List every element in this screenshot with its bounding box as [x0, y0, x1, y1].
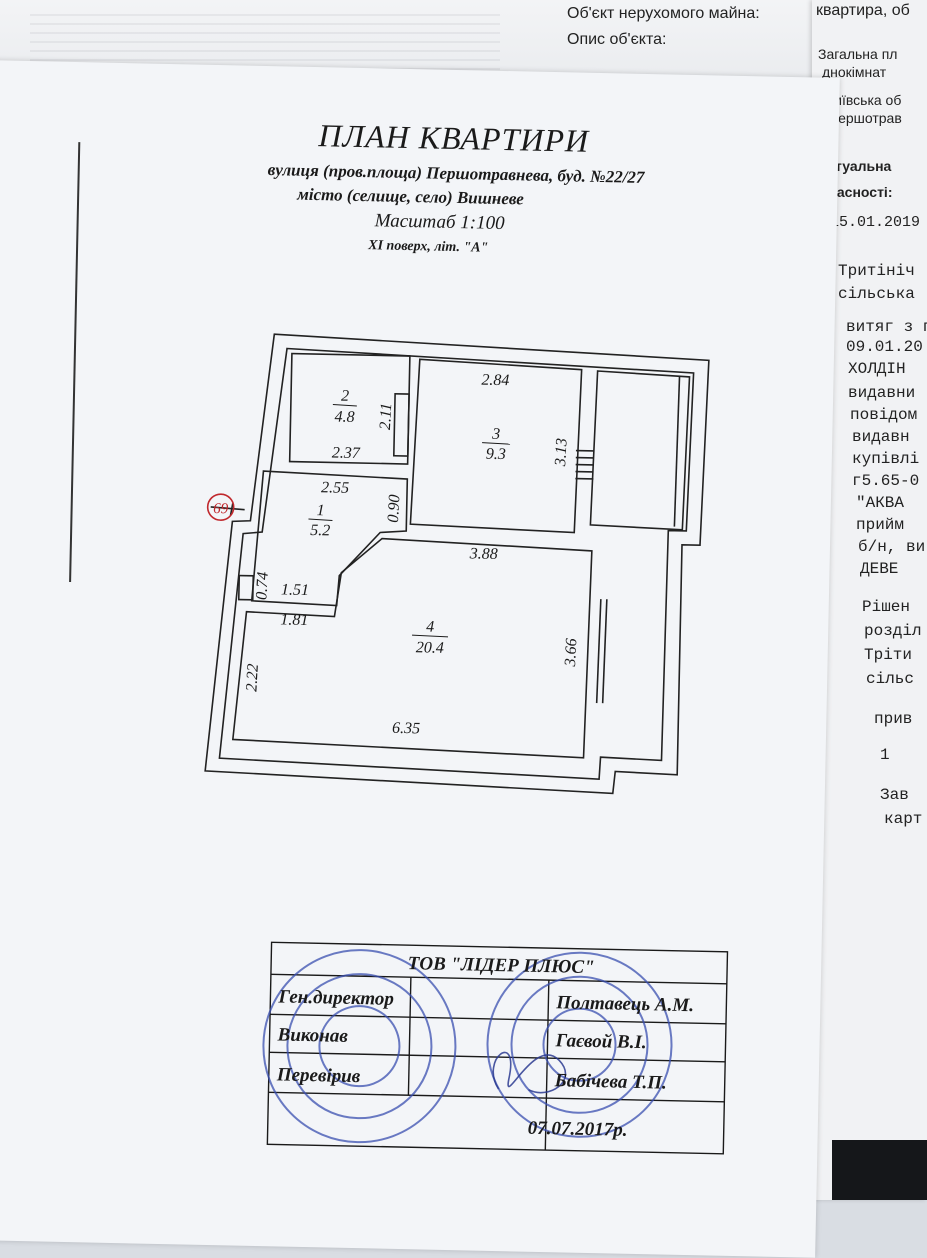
right-line: Зав [880, 786, 909, 804]
dim-r3-top: 2.84 [481, 372, 509, 390]
right-line: Рішен [862, 598, 910, 616]
floor-plan-sheet: ПЛАН КВАРТИРИ вулиця (пров.площа) Першот… [0, 60, 840, 1258]
description-label-text: Опис об'єкта: [567, 30, 767, 50]
right-line: прийм [856, 516, 904, 534]
right-line: б/н, ви [858, 538, 925, 556]
company-name: ТОВ "ЛІДЕР ПЛЮС" [408, 953, 595, 978]
table-rule [270, 1014, 726, 1024]
room-3-area: 9.3 [486, 446, 506, 463]
dim-r4-left: 2.22 [243, 663, 262, 692]
right-line: 15.01.2019 [830, 214, 920, 231]
dim-r1-small: 0.74 [253, 571, 272, 600]
right-line: купівлі [852, 450, 919, 468]
room-4-area: 20.4 [416, 639, 444, 657]
dim-r4-bottom: 6.35 [392, 720, 420, 738]
right-line: сільська [838, 285, 915, 303]
right-line: ДЕВЕ [860, 560, 898, 578]
right-line: 1 [880, 746, 890, 764]
role-executed: Виконав [276, 1024, 348, 1046]
right-line: "АКВА [856, 494, 904, 512]
dim-r1-side: 0.90 [385, 494, 404, 523]
window [597, 599, 601, 703]
floor-plan-drawing: 69 2 4.8 3 9.3 1 5.2 4 20.4 2.11 2.37 2.… [0, 60, 840, 838]
right-line: Тритініч [838, 262, 915, 280]
right-line: витяг з п [846, 318, 927, 336]
room-1-number: 1 [316, 502, 324, 519]
object-label: Об'єкт нерухомого майна: Опис об'єкта: [567, 4, 767, 50]
object-label-text: Об'єкт нерухомого майна: [567, 4, 767, 24]
page-marker: 69 [213, 501, 229, 517]
role-director: Ген.директор [277, 986, 394, 1009]
dim-r2-bottom: 2.37 [332, 444, 361, 462]
window [674, 377, 679, 527]
dim-r2-side: 2.11 [377, 403, 395, 431]
right-line: видавн [852, 428, 910, 446]
faint-text-area [30, 10, 500, 70]
dim-r4-left-top: 1.81 [280, 611, 308, 629]
name-checked: Бабічева Т.П. [554, 1070, 667, 1093]
room-1-area: 5.2 [310, 522, 330, 539]
right-line: повідом [850, 406, 917, 424]
right-line: Загальна пл [818, 46, 897, 62]
window [603, 599, 607, 703]
right-line: ХОЛДІН [848, 360, 906, 378]
right-line: прив [874, 710, 912, 728]
role-checked: Перевірив [276, 1064, 361, 1087]
room-4-number: 4 [426, 618, 434, 635]
dim-r1-top: 2.55 [321, 479, 349, 497]
name-executed: Гаєвой В.І. [554, 1030, 646, 1053]
room-2-number: 2 [341, 388, 349, 405]
right-line: сільс [866, 670, 914, 688]
dim-r3-side: 3.13 [552, 438, 571, 468]
right-line: видавни [848, 384, 915, 402]
dim-r4-top: 3.88 [469, 545, 498, 563]
right-line: карт [884, 810, 922, 828]
approval-date: 07.07.2017р. [528, 1118, 628, 1141]
room-2-area: 4.8 [334, 409, 354, 426]
dim-r4-right: 3.66 [562, 638, 581, 668]
right-line: 09.01.20 [846, 338, 923, 356]
right-line: ласності: [828, 184, 892, 200]
object-value: квартира, об [816, 2, 910, 20]
approval-table: ТОВ "ЛІДЕР ПЛЮС" Ген.директор Полтавець … [257, 934, 742, 1184]
entry-threshold [239, 576, 253, 600]
dim-r1-bottom: 1.51 [281, 581, 309, 599]
right-line: г5.65-0 [852, 472, 919, 490]
room-3-number: 3 [491, 426, 500, 443]
name-director: Полтавець А.М. [555, 992, 694, 1016]
right-line: Тріти [864, 646, 912, 664]
wall-unit [394, 394, 409, 456]
table-surface-corner [832, 1140, 927, 1200]
right-line: розділ [864, 622, 922, 640]
